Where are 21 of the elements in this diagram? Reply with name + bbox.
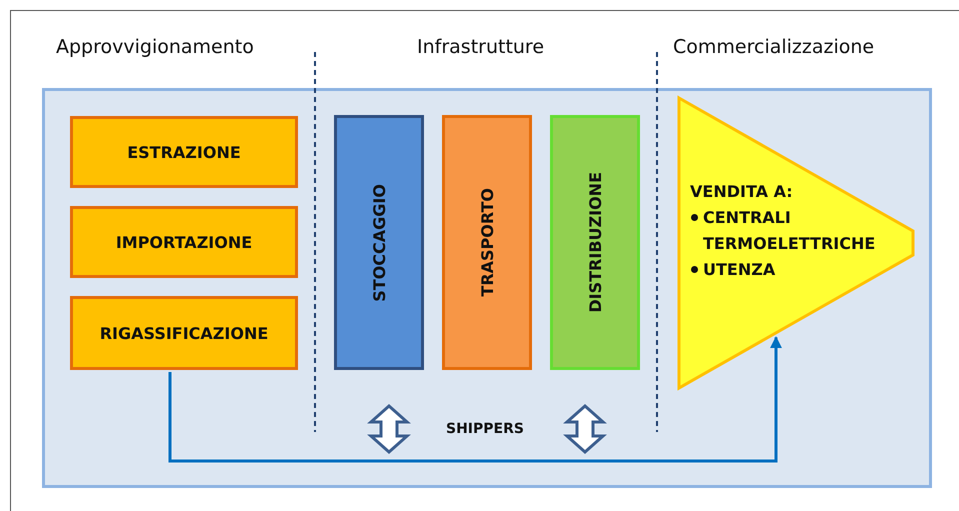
infrastructure-bar xyxy=(334,115,424,370)
node-label: IMPORTAZIONE xyxy=(116,232,252,252)
infrastructure-bar xyxy=(442,115,532,370)
list-item: UTENZA xyxy=(703,259,776,281)
process-box xyxy=(70,296,298,370)
process-box xyxy=(70,206,298,278)
heading: VENDITA A: xyxy=(690,181,794,203)
arrow xyxy=(168,336,782,462)
node-label: STOCCAGGIO xyxy=(370,184,388,302)
infrastructure-bar xyxy=(550,115,640,370)
column-heading: Infrastrutture xyxy=(417,36,544,58)
caption-label: SHIPPERS xyxy=(446,421,524,437)
sales-triangle xyxy=(676,95,916,391)
process-box xyxy=(70,116,298,188)
list-item: CENTRALI TERMOELETTRICHE xyxy=(703,207,876,255)
column-heading: Commercializzazione xyxy=(673,36,874,58)
node-label: RIGASSIFICAZIONE xyxy=(100,324,268,342)
node-label: ESTRAZIONE xyxy=(127,142,241,162)
column-heading: Approvvigionamento xyxy=(56,36,254,58)
node-label: DISTRIBUZIONE xyxy=(586,172,604,313)
node-label: TRASPORTO xyxy=(478,188,496,297)
